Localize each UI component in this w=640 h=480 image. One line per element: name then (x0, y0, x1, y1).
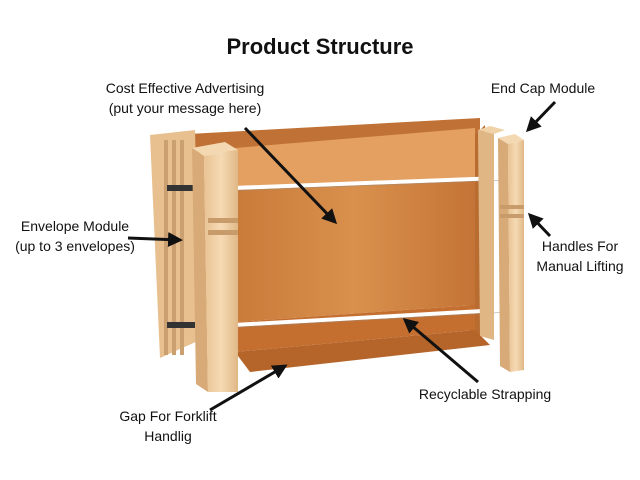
arrow-handles (527, 212, 552, 238)
top-panel (235, 128, 475, 190)
right-end-cap (478, 126, 524, 372)
label-advertising-line1: Cost Effective Advertising (105, 80, 265, 96)
advertising-panel (235, 180, 475, 322)
arrow-gap (209, 364, 288, 412)
label-strapping-line1: Recyclable Strapping (418, 386, 552, 402)
label-envelope-line1: Envelope Module (20, 218, 130, 234)
label-handles-line1: Handles For (541, 238, 619, 254)
arrow-strapping (402, 318, 479, 384)
label-strapping: Recyclable Strapping (400, 384, 570, 404)
label-gap: Gap For Forklift Handlig (88, 406, 248, 446)
label-envelope-line2: (up to 3 envelopes) (15, 238, 135, 254)
arrow-end-cap (525, 100, 557, 133)
label-advertising: Cost Effective Advertising (put your mes… (55, 78, 315, 118)
callout-arrows (127, 100, 557, 412)
label-advertising-line2: (put your message here) (108, 100, 262, 116)
label-handles-line2: Manual Lifting (536, 258, 624, 274)
label-end-cap-line1: End Cap Module (490, 80, 596, 96)
left-end-cap (192, 142, 238, 392)
arrow-advertising (243, 126, 338, 225)
label-handles: Handles For Manual Lifting (520, 236, 640, 276)
diagram-title: Product Structure (226, 34, 414, 59)
label-gap-line2: Handlig (144, 428, 192, 444)
label-envelope: Envelope Module (up to 3 envelopes) (0, 216, 150, 256)
label-gap-line1: Gap For Forklift (119, 408, 217, 424)
arrow-envelope (127, 232, 183, 248)
label-end-cap: End Cap Module (478, 78, 608, 98)
